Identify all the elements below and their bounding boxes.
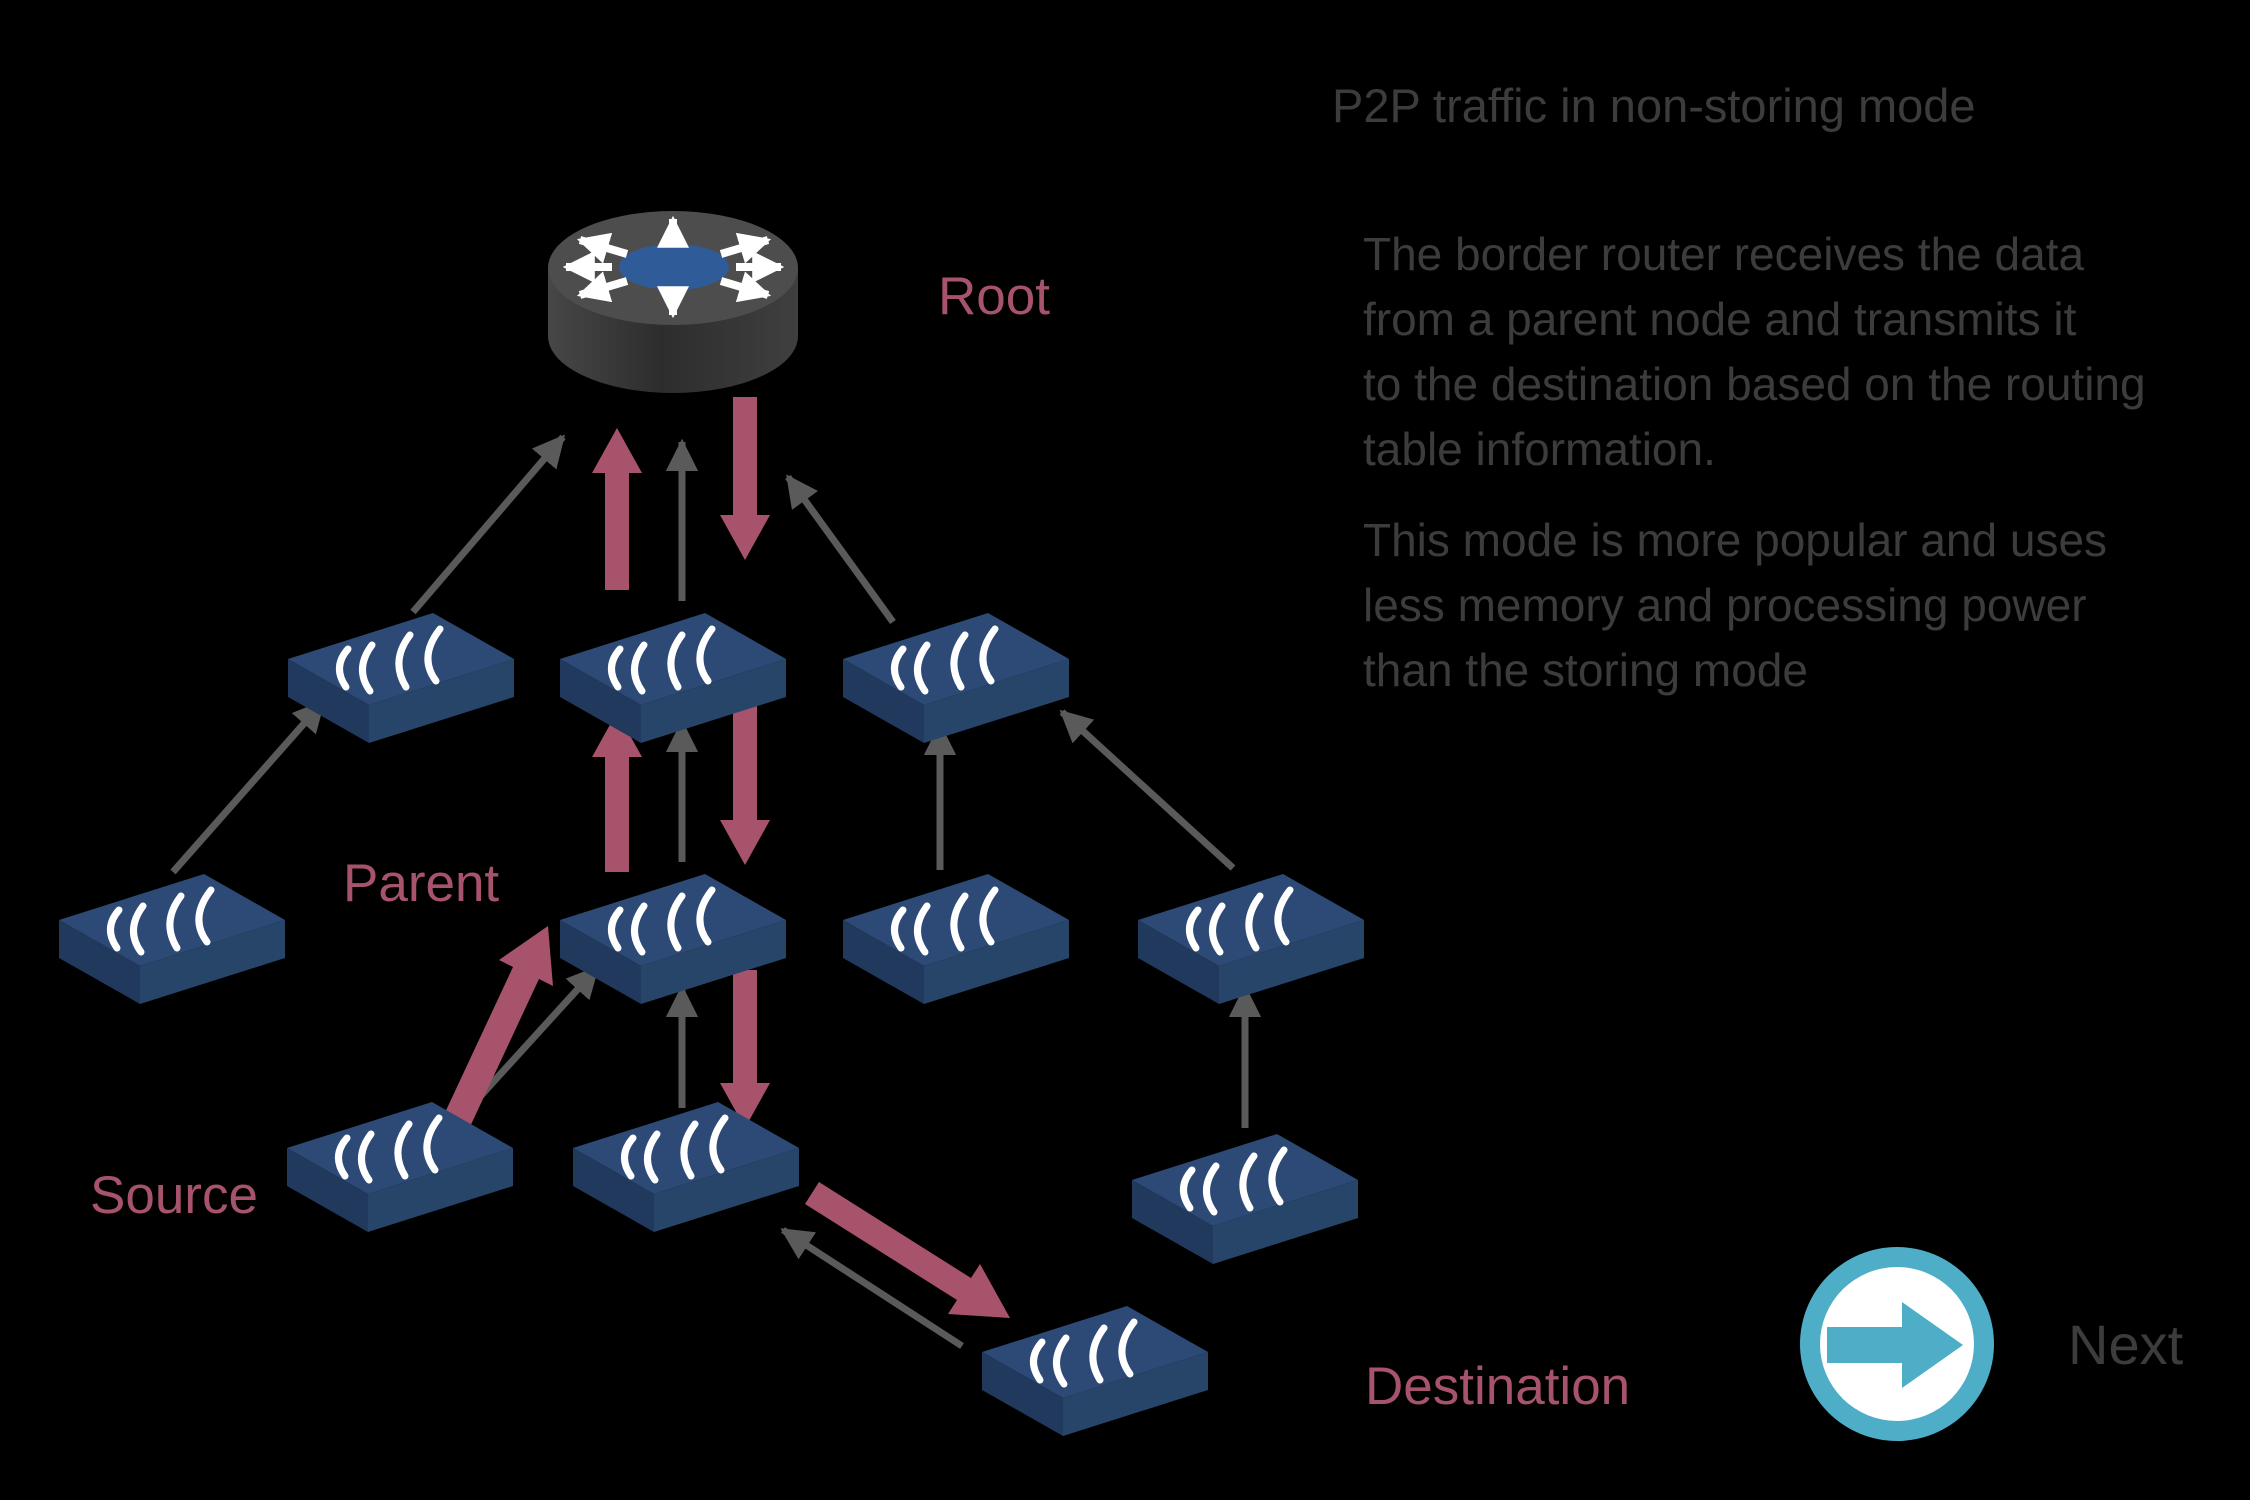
traffic-arrow-row3mid-to-destination (805, 1182, 1010, 1318)
wireless-node-icon-row1-left (288, 613, 514, 743)
wireless-node-icon-source (287, 1102, 513, 1232)
wireless-node-icon-row2-right (843, 874, 1069, 1004)
description-line: to the destination based on the routing (1363, 358, 2146, 410)
page-title: P2P traffic in non-storing mode (1332, 79, 1976, 132)
arrow-right-icon (1827, 1302, 1963, 1388)
destination-node-label: Destination (1365, 1357, 1631, 1416)
traffic-arrow-source-to-parent (435, 926, 553, 1146)
root-router-icon (548, 211, 798, 393)
traffic-arrow-row1mid-to-root (592, 428, 642, 590)
root-node-label: Root (938, 267, 1050, 326)
wireless-node-icon-row3-mid (573, 1102, 799, 1232)
description-paragraph-2: This mode is more popular and uses less … (1363, 508, 2107, 703)
description-line: than the storing mode (1363, 644, 1808, 696)
traffic-arrow-root-down (720, 397, 770, 560)
traffic-arrow-row1mid-down (720, 705, 770, 865)
description-line: This mode is more popular and uses (1363, 514, 2108, 566)
uplink-arrow-destination-to-row3mid (780, 1227, 964, 1349)
parent-node-label: Parent (343, 854, 500, 913)
next-button-icon[interactable] (1800, 1247, 1994, 1441)
uplink-arrow-row1right-to-root (785, 474, 896, 625)
description-paragraph-1: The border router receives the data from… (1363, 222, 2146, 482)
source-node-label: Source (90, 1166, 258, 1225)
description-line: from a parent node and transmits it (1363, 293, 2077, 345)
description-line: The border router receives the data (1363, 228, 2085, 280)
wireless-node-icon-row2-farright (1138, 874, 1364, 1004)
wireless-node-icon-row1-right (843, 613, 1069, 743)
uplink-arrow-row1left-to-root (410, 434, 566, 615)
wireless-node-icon-row2-farleft (59, 874, 285, 1004)
uplink-arrows (170, 434, 1262, 1349)
traffic-arrow-parent-up (592, 712, 642, 872)
uplink-arrow-farright-to-row1right (1059, 709, 1236, 871)
traffic-arrows (435, 397, 1010, 1318)
wireless-node-icon-destination (982, 1306, 1208, 1436)
description-line: table information. (1363, 423, 1716, 475)
description-line: less memory and processing power (1363, 579, 2087, 631)
next-button-label[interactable]: Next (2068, 1313, 2184, 1376)
traffic-arrow-parent-down (720, 970, 770, 1128)
router-radiating-arrows (562, 215, 785, 319)
uplink-arrow-farleft-to-row1left (170, 699, 326, 875)
router-core (619, 244, 729, 290)
wireless-node-icon-row3-right (1132, 1134, 1358, 1264)
